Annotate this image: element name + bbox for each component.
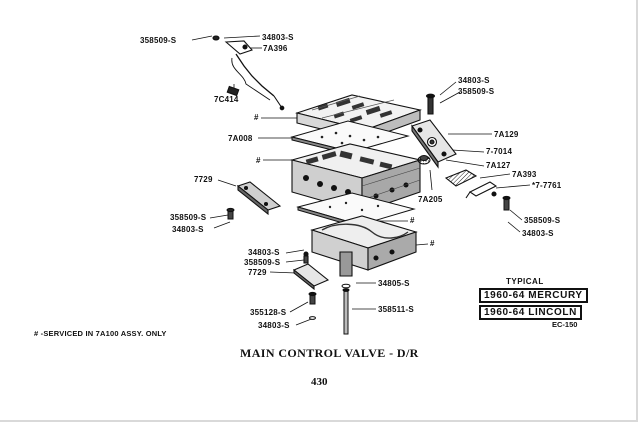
label-34803-s-mid: 34803-S — [172, 225, 204, 234]
label-7a396: 7A396 — [263, 44, 288, 53]
label-serviced-mark-1: # — [254, 113, 259, 122]
label-serviced-mark-3: # — [410, 216, 415, 225]
label-358509-s-right-low: 358509-S — [524, 216, 561, 225]
label-358509-s-right-top: 358509-S — [458, 87, 495, 96]
label-358511-s: 358511-S — [378, 305, 414, 314]
label-355128-s: 355128-S — [250, 308, 287, 317]
label-7a008: 7A008 — [228, 134, 253, 143]
label-7a127: 7A127 — [486, 161, 511, 170]
screws-left — [227, 208, 234, 219]
label-7729-lower: 7729 — [248, 268, 267, 277]
label-358509-s-mid: 358509-S — [170, 213, 207, 222]
label-34803-s-right-low: 34803-S — [522, 229, 554, 238]
label-7c414: 7C414 — [214, 95, 239, 104]
label-34803-s-top: 34803-S — [262, 33, 294, 42]
label-7-7761: *7-7761 — [532, 181, 562, 190]
legend-ec-code: EC-150 — [552, 320, 578, 329]
label-7-7014: 7-7014 — [486, 147, 513, 156]
lever-parts-right — [446, 170, 496, 198]
label-34803-s-bottom: 34803-S — [258, 321, 290, 330]
label-34803-s-right-top: 34803-S — [458, 76, 490, 85]
leader-lines — [192, 36, 530, 325]
right-cover-plate — [412, 94, 456, 167]
throttle-cable-assembly — [213, 36, 284, 110]
legend-typical: TYPICAL — [506, 277, 544, 286]
label-7a129: 7A129 — [494, 130, 519, 139]
page-number: 430 — [311, 376, 328, 388]
screws-right — [503, 196, 510, 210]
lower-valve-body — [312, 216, 416, 276]
bottom-bolts — [309, 284, 350, 334]
legend-mercury-box: 1960-64 MERCURY — [479, 288, 588, 303]
label-34805-s: 34805-S — [378, 279, 410, 288]
label-34803-s-lower: 34803-S — [248, 248, 280, 257]
label-serviced-mark-2: # — [256, 156, 261, 165]
label-serviced-mark-4: # — [430, 239, 435, 248]
fitting-7a205 — [418, 156, 430, 165]
end-plate-lower — [294, 252, 328, 289]
footnote-serviced: # -SERVICED IN 7A100 ASSY. ONLY — [34, 329, 167, 338]
end-plate-left — [238, 182, 280, 214]
label-7a205: 7A205 — [418, 195, 443, 204]
label-358509-s-top: 358509-S — [140, 36, 177, 45]
label-7729-upper: 7729 — [194, 175, 213, 184]
legend-lincoln-box: 1960-64 LINCOLN — [479, 305, 582, 320]
label-358509-s-lower: 358509-S — [244, 258, 281, 267]
label-7a393: 7A393 — [512, 170, 537, 179]
diagram-caption: MAIN CONTROL VALVE - D/R — [240, 346, 419, 360]
